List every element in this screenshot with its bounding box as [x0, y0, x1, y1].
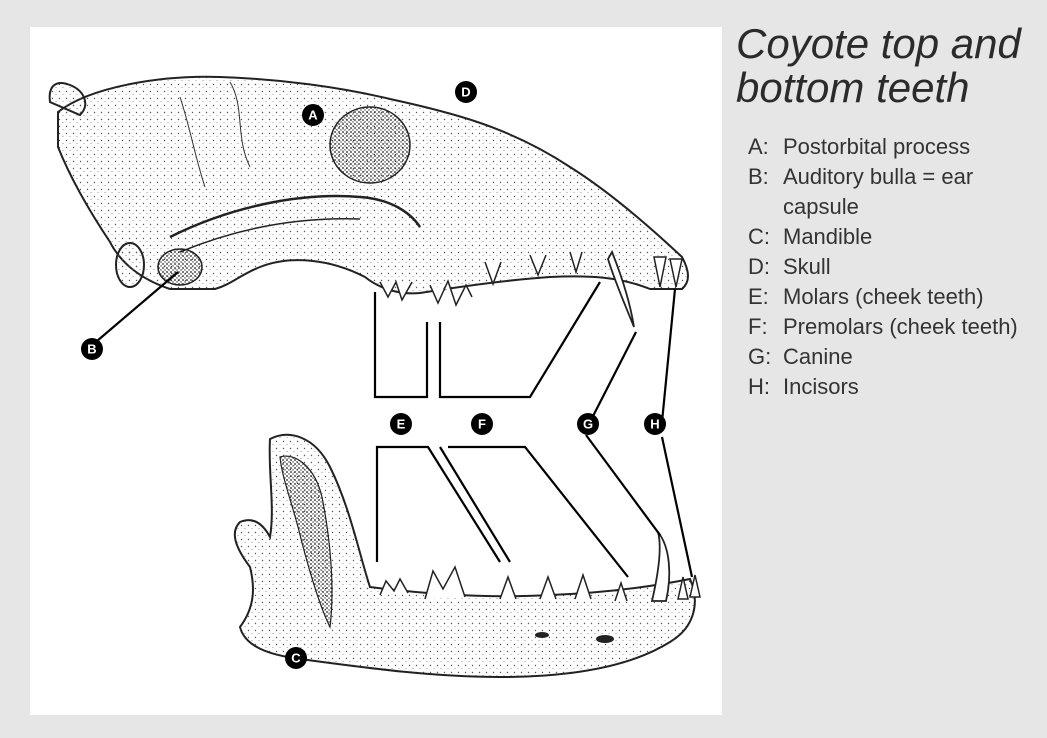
badge-a: A	[302, 104, 324, 126]
badge-a-label: A	[308, 108, 318, 123]
legend-item-f: F: Premolars (cheek teeth)	[748, 312, 1043, 342]
legend-text: Molars (cheek teeth)	[783, 282, 1043, 312]
legend-key: D:	[748, 252, 783, 282]
badge-d-label: D	[461, 85, 470, 100]
badge-e-label: E	[397, 417, 406, 432]
legend-text: Auditory bulla = ear capsule	[783, 162, 1043, 222]
badge-h-label: H	[650, 417, 659, 432]
badge-g: G	[577, 413, 599, 435]
illustration-panel: A D B E F G H C	[30, 27, 722, 715]
coyote-skull-illustration: A D B E F G H C	[30, 27, 722, 715]
badge-f: F	[471, 413, 493, 435]
badge-f-label: F	[478, 417, 486, 432]
legend-key: A:	[748, 132, 783, 162]
legend-text: Postorbital process	[783, 132, 1043, 162]
legend-item-c: C: Mandible	[748, 222, 1043, 252]
badge-h: H	[644, 413, 666, 435]
legend-key: H:	[748, 372, 783, 402]
legend-list: A: Postorbital process B: Auditory bulla…	[748, 132, 1043, 402]
legend-item-g: G: Canine	[748, 342, 1043, 372]
legend-key: E:	[748, 282, 783, 312]
legend-key: C:	[748, 222, 783, 252]
badge-g-label: G	[583, 417, 593, 432]
legend-item-a: A: Postorbital process	[748, 132, 1043, 162]
badge-b: B	[81, 338, 103, 360]
legend-text: Canine	[783, 342, 1043, 372]
badge-c-label: C	[291, 651, 301, 666]
legend-item-d: D: Skull	[748, 252, 1043, 282]
badge-e: E	[390, 413, 412, 435]
legend-item-e: E: Molars (cheek teeth)	[748, 282, 1043, 312]
legend-text: Skull	[783, 252, 1043, 282]
legend-item-b: B: Auditory bulla = ear capsule	[748, 162, 1043, 222]
legend-text: Mandible	[783, 222, 1043, 252]
legend-key: B:	[748, 162, 783, 222]
legend-text: Premolars (cheek teeth)	[783, 312, 1043, 342]
legend-text: Incisors	[783, 372, 1043, 402]
badge-c: C	[285, 647, 307, 669]
legend-key: F:	[748, 312, 783, 342]
badge-d: D	[455, 81, 477, 103]
mandible-drawing	[235, 435, 700, 677]
figure-title: Coyote top and bottom teeth	[736, 22, 1036, 110]
legend-item-h: H: Incisors	[748, 372, 1043, 402]
badge-b-label: B	[87, 342, 96, 357]
legend-key: G:	[748, 342, 783, 372]
skull-drawing	[50, 77, 688, 327]
